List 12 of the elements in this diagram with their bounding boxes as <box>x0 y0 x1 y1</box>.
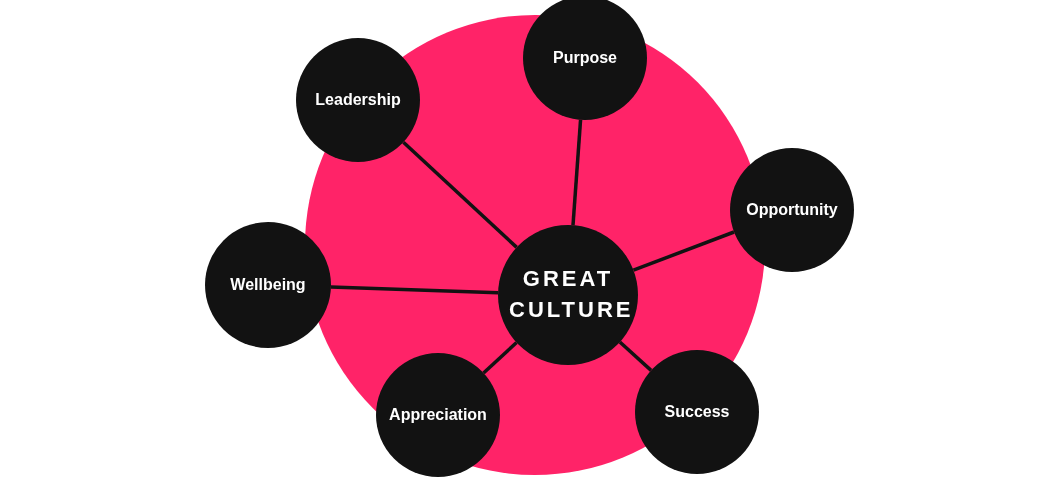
connector-line <box>482 341 518 375</box>
topic-label: Wellbeing <box>230 275 306 295</box>
connector-line <box>330 285 499 295</box>
connector-line <box>618 340 653 372</box>
topic-label: Leadership <box>315 90 401 110</box>
topic-label: Purpose <box>553 48 617 68</box>
topic-label: Opportunity <box>746 200 838 220</box>
connector-line <box>571 119 583 226</box>
connector-line <box>402 140 518 249</box>
topic-label: Appreciation <box>389 405 487 425</box>
topic-label: Success <box>664 402 730 422</box>
connector-line <box>632 230 735 272</box>
